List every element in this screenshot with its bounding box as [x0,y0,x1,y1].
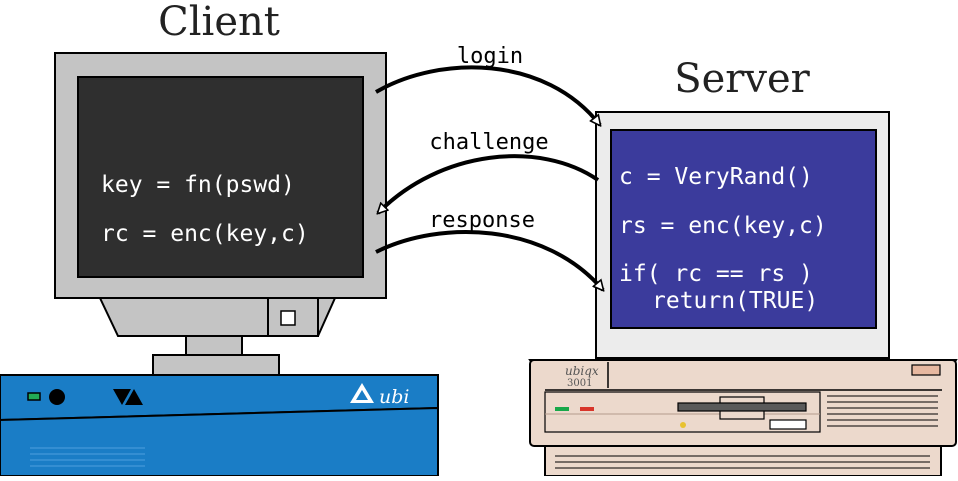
client-monitor-neck [185,335,243,356]
server-brand-label: ubiqx [565,364,599,378]
server-button[interactable] [769,419,807,430]
client-code-line: rc = enc(key,c) [101,221,309,247]
client-case-vents [30,447,145,467]
client-eject-down-icon [113,389,131,405]
client-brand-logo-icon [350,383,374,403]
client-power-icon[interactable] [49,389,65,405]
server-code-line: return(TRUE) [652,288,818,314]
client-code-line: key = fn(pswd) [101,172,295,198]
challenge-label: challenge [429,130,548,155]
server-led-red-icon [580,407,594,411]
server-led-yellow-icon [680,422,686,428]
server-code-line: c = VeryRand() [619,164,813,190]
client-screen [77,76,364,278]
server-title: Server [674,56,810,102]
server-led-green-icon [555,407,569,411]
response-label: response [429,208,535,233]
server-vents [827,395,938,427]
client-title: Client [158,0,280,45]
server-lower-vents [555,455,930,469]
client-led-icon [27,392,41,401]
server-code-line: if( rc == rs ) [619,261,813,287]
client-monitor-foot [152,354,280,376]
login-arrow [375,65,600,125]
server-model-label: 3001 [567,378,592,389]
client-brand-label: ubi [379,386,409,408]
server-computer: ubiqx 3001 [528,111,958,477]
client-power-button[interactable] [280,310,296,326]
challenge-arrow [378,154,600,213]
client-computer: ubi [0,52,439,477]
response-arrow [375,229,603,290]
login-label: login [457,44,523,69]
server-case-lower [544,445,942,477]
server-screen [610,129,877,329]
server-badge [911,364,941,376]
server-code-line: rs = enc(key,c) [619,213,827,239]
server-floppy-slot[interactable] [677,402,807,412]
client-eject-up-icon [125,389,143,405]
